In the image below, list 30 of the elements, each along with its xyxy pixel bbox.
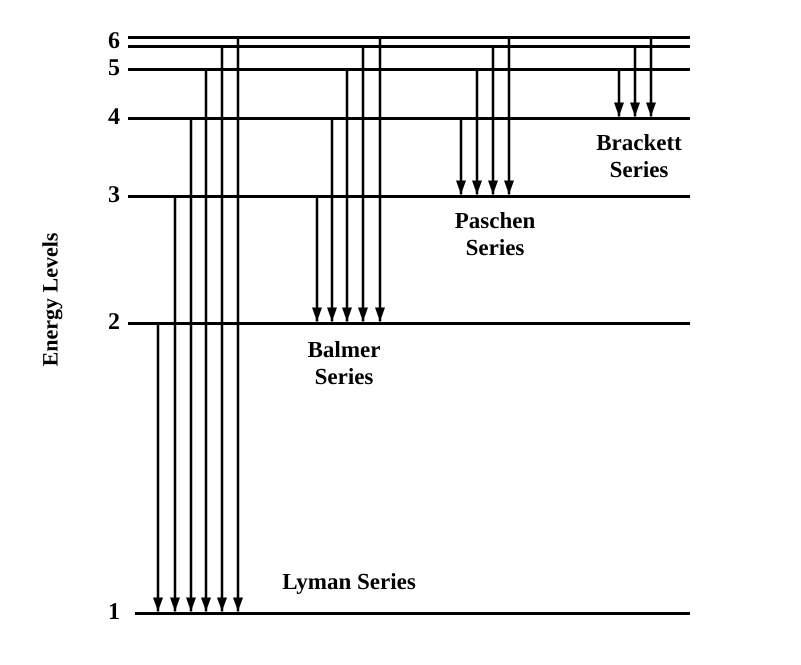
axis-title: Energy Levels [36, 232, 64, 368]
transition-arrow [472, 70, 482, 194]
series-label: Brackett Series [595, 129, 683, 183]
series-label: Lyman Series [281, 568, 417, 595]
transition-arrow [342, 70, 352, 322]
transition-arrow [375, 38, 385, 322]
level-number: 6 [108, 28, 120, 52]
transition-arrow [217, 48, 227, 612]
level-number: 1 [108, 600, 120, 624]
level-number: 2 [108, 310, 120, 334]
transition-arrow [456, 120, 466, 194]
transition-arrow [312, 198, 322, 322]
level-number: 5 [108, 56, 120, 80]
transition-arrow [630, 48, 640, 116]
transition-arrow [614, 70, 624, 116]
transition-arrow [488, 48, 498, 194]
transition-arrow [186, 120, 196, 612]
series-label: Balmer Series [306, 336, 382, 390]
transition-arrow [153, 324, 163, 612]
transition-arrow [233, 38, 243, 612]
series-label: Paschen Series [454, 207, 536, 261]
energy-level-line [128, 36, 690, 38]
transition-arrow [646, 38, 656, 116]
transition-arrow [170, 198, 180, 612]
transition-arrow [201, 70, 211, 612]
level-number: 3 [108, 182, 120, 206]
transition-arrow [358, 48, 368, 322]
level-number: 4 [108, 104, 120, 128]
transition-arrow [504, 38, 514, 194]
transition-arrow [327, 120, 337, 322]
